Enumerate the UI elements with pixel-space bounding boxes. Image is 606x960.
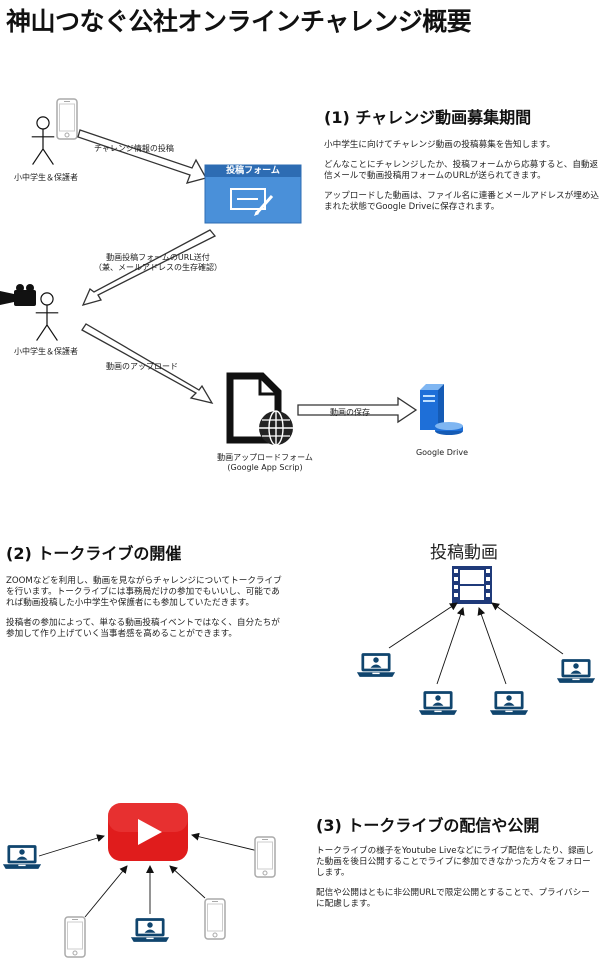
section1-paragraph: アップロードした動画は、ファイル名に連番とメールアドレスが埋め込まれた状態でGo… xyxy=(324,191,600,212)
youtube-icon xyxy=(108,803,188,861)
post-form-icon xyxy=(204,164,302,224)
section2-paragraph: ZOOMなどを利用し、動画を見ながらチャレンジについてトークライブを行います。ト… xyxy=(6,576,282,608)
section3-heading: (3) トークライブの配信や公開 xyxy=(316,816,540,835)
section1-description: 小中学生に向けてチャレンジ動画の投稿募集を告知します。 どんなことにチャレンジし… xyxy=(324,140,600,222)
section3-description: トークライブの様子をYoutube Liveなどにライブ配信をしたり、録画した動… xyxy=(316,846,596,919)
smartphone-icon xyxy=(56,98,78,140)
upload-form-label-line2: (Google App Scrip) xyxy=(227,463,303,472)
upload-form-label: 動画アップロードフォーム (Google App Scrip) xyxy=(185,453,345,473)
arrow-challenge-label: チャレンジ情報の投稿 xyxy=(94,144,174,153)
upload-form-label-line1: 動画アップロードフォーム xyxy=(217,453,313,462)
arrow-upload xyxy=(81,323,214,404)
section2-heading: (2) トークライブの開催 xyxy=(6,544,182,563)
laptop-icon xyxy=(489,691,529,715)
arrow-url-label: 動画投稿フォームのURL送付 （兼、メールアドレスの生存確認） xyxy=(68,253,248,273)
post-form-title: 投稿フォーム xyxy=(226,166,280,176)
actor1-label: 小中学生＆保護者 xyxy=(14,173,78,182)
google-drive-icon xyxy=(420,384,463,435)
upload-form-icon xyxy=(226,372,293,446)
actor2-icon xyxy=(35,292,59,342)
laptop-icon xyxy=(418,691,458,715)
section3-paragraph: トークライブの様子をYoutube Liveなどにライブ配信をしたり、録画した動… xyxy=(316,846,594,878)
arrow-challenge xyxy=(77,129,207,184)
arrow-save xyxy=(297,396,418,424)
arrow-upload-label: 動画のアップロード xyxy=(106,362,178,371)
arrow-url-label-line1: 動画投稿フォームのURL送付 xyxy=(106,253,210,262)
google-drive-label: Google Drive xyxy=(415,448,469,457)
page-title: 神山つなぐ公社オンラインチャレンジ概要 xyxy=(6,7,472,36)
section2-description: ZOOMなどを利用し、動画を見ながらチャレンジについてトークライブを行います。ト… xyxy=(6,576,282,649)
smartphone-icon xyxy=(204,898,226,940)
video-camera-icon xyxy=(0,284,36,306)
laptop-icon xyxy=(130,918,170,942)
section1-paragraph: 小中学生に向けてチャレンジ動画の投稿募集を告知します。 xyxy=(324,140,556,150)
laptop-icon xyxy=(356,653,396,677)
arrow-url xyxy=(81,229,217,306)
arrow-save-label: 動画の保存 xyxy=(330,408,370,417)
section1-heading: (1) チャレンジ動画募集期間 xyxy=(324,108,532,127)
laptop-icon xyxy=(2,845,42,869)
arrow-url-label-line2: （兼、メールアドレスの生存確認） xyxy=(94,263,222,272)
video-film-icon xyxy=(452,566,492,604)
smartphone-icon xyxy=(254,836,276,878)
section3-paragraph: 配信や公開はともに非公開URLで限定公開とすることで、プライバシーに配慮します。 xyxy=(316,888,590,909)
section2-paragraph: 投稿者の参加によって、単なる動画投稿イベントではなく、自分たちが参加して作り上げ… xyxy=(6,618,280,639)
actor2-label: 小中学生＆保護者 xyxy=(14,347,78,356)
video-caption: 投稿動画 xyxy=(430,543,498,563)
laptop-icon xyxy=(556,659,596,683)
smartphone-icon xyxy=(64,916,86,958)
section1-paragraph: どんなことにチャレンジしたか、投稿フォームから応募すると、自動返信メールで動画投… xyxy=(324,160,599,181)
actor1-icon xyxy=(31,116,55,166)
